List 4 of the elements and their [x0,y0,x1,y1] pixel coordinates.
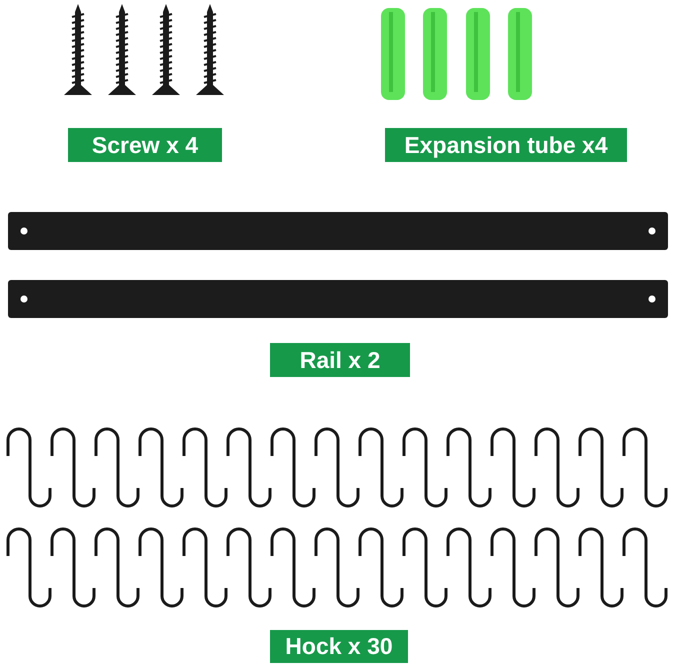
label-banner: Expansion tube x4 [385,128,627,162]
label-banner: Screw x 4 [68,128,222,162]
label-banner: Hock x 30 [270,630,408,663]
label-banner: Rail x 2 [270,343,410,377]
